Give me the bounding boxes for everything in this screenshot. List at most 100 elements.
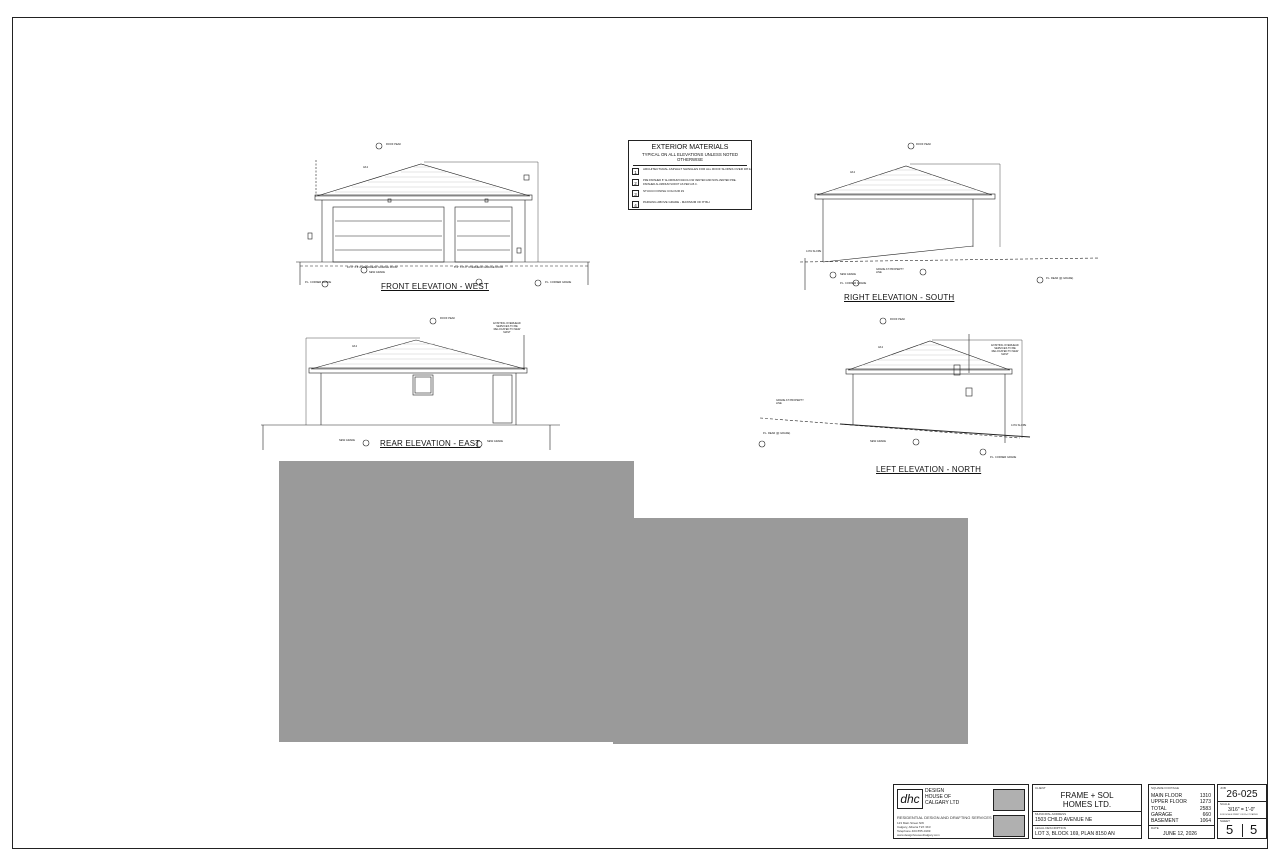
client-name-line: HOMES LTD. — [1062, 800, 1112, 809]
company-logo: dhc — [897, 789, 923, 809]
right-grade-at-pl-label: GRADE AT PROPERTY LINE — [876, 268, 904, 274]
legend-item-text: PARGING ABOVE GRADE - MAXIMUM OF 8"/6H — [643, 200, 710, 205]
legend-divider — [633, 165, 747, 167]
address-label: MUNICIPAL ADDRESS — [1035, 812, 1067, 816]
right-pitch-label: 4/12 — [850, 171, 856, 174]
right-pl-rear-label: P.L. REAR (@ GRADE) — [1046, 277, 1074, 280]
front-roof-peak-label: ROOF PEAK — [386, 143, 402, 146]
area-value: 660 — [1202, 812, 1211, 818]
sheets-total: 5 — [1250, 822, 1258, 837]
area-value: 1310 — [1199, 793, 1211, 799]
right-elevation-title: RIGHT ELEVATION - SOUTH — [844, 293, 955, 302]
company-block: dhc DESIGN HOUSE OF CALGARY LTD RESIDENT… — [893, 784, 1029, 839]
area-label: BASEMENT — [1151, 818, 1179, 824]
rear-elevation-title: REAR ELEVATION - EAST — [380, 439, 481, 448]
client-label: CLIENT — [1035, 786, 1046, 790]
square-footage-block: SQUARE FOOTAGE MAIN FLOOR 1310 UPPER FLO… — [1148, 784, 1215, 839]
redacted-area — [613, 518, 968, 744]
company-name-line: DESIGN — [925, 788, 945, 794]
job-block: JOB 26-025 SCALE 3/16" = 1'-0" FOR SCALE… — [1217, 784, 1267, 839]
sheet-label: SHEET — [1220, 819, 1231, 823]
area-label: GARAGE — [1151, 812, 1173, 818]
rear-new-grade-left-label: NEW GRADE — [339, 439, 355, 442]
front-door-right-label: 8'-0" X 8'-0" OVERHEAD GARAGE DOOR — [454, 266, 504, 269]
scale-note: FOR SCALE PRINT ON 11x17 PAPER — [1220, 814, 1258, 816]
rear-elevation-drawing — [261, 317, 560, 450]
company-contact-line: www.designhouseofcalgary.com — [897, 833, 940, 837]
left-pl-corner-label: P.L. CORNER GRADE — [990, 456, 1017, 459]
company-contact-line: Telephone 403-555-0199 — [897, 829, 931, 833]
date-label: DATE — [1151, 826, 1159, 830]
company-logo-box — [993, 789, 1025, 811]
client-divider — [1033, 811, 1141, 812]
legal-value: LOT 3, BLOCK 169, PLAN 8150 AN — [1035, 831, 1115, 837]
company-stamp-box — [993, 815, 1025, 837]
area-value: 1064 — [1199, 818, 1211, 824]
sheet-border — [12, 17, 1268, 849]
right-pl-corner-label: P.L. CORNER GRADE — [840, 282, 867, 285]
left-roof-peak-label: ROOF PEAK — [890, 318, 906, 321]
left-pl-rear-label: P.L. REAR (@ GRADE) — [763, 432, 791, 435]
legend-subtitle: TYPICAL ON ALL ELEVATIONS UNLESS NOTED O… — [642, 152, 738, 163]
left-new-grade-label: NEW GRADE — [870, 440, 886, 443]
front-pitch-label: 4/12 — [363, 166, 369, 169]
company-contact-line: Calgary, Alberta T2X 3K3 — [897, 825, 931, 829]
rear-pitch-label: 4/12 — [352, 345, 358, 348]
job-label: JOB — [1220, 786, 1226, 790]
front-elevation-title: FRONT ELEVATION - WEST — [381, 282, 489, 291]
company-name-line: CALGARY LTD — [925, 800, 960, 806]
front-elevation-drawing — [296, 142, 590, 288]
company-tagline: RESIDENTIAL DESIGN AND DRAFTING SERVICES — [897, 815, 992, 820]
legend-item: 3 STUCCO FINISH COLOUR #1 — [632, 190, 751, 199]
area-value: 2583 — [1199, 806, 1211, 812]
scale-value: 3/16" = 1'-0" — [1228, 807, 1256, 813]
legend-item: 1 ARCHITECTURAL ASPHALT SHINGLES FOR ALL… — [632, 167, 753, 177]
area-label: MAIN FLOOR — [1151, 793, 1183, 799]
sqft-label: SQUARE FOOTAGE — [1151, 786, 1179, 790]
rear-services-note: EXISTING OVERHEAD SERVICES TO BE RELOCAT… — [493, 322, 521, 334]
legend-item-number: 1 — [632, 168, 639, 176]
legend-item: 2 PRE FINISHED 8" ALUMINUM FASCIA C/W VE… — [632, 179, 751, 188]
left-elevation-title: LEFT ELEVATION - NORTH — [876, 465, 982, 474]
date-divider — [1149, 825, 1214, 826]
left-elevation-drawing — [758, 317, 1031, 456]
job-number: 26-025 — [1226, 789, 1258, 800]
area-value: 1273 — [1199, 799, 1211, 805]
legend-item-number: 2 — [632, 179, 639, 187]
front-pl-corner-right-label: P.L. CORNER GRADE — [545, 281, 572, 284]
right-slope-label: 4.0% SLOPE — [806, 250, 822, 253]
left-services-note: EXISTING OVERHEAD SERVICES TO BE RELOCAT… — [991, 344, 1019, 356]
left-pitch-label: 4/12 — [878, 346, 884, 349]
client-block: CLIENT FRAME + SOL HOMES LTD. MUNICIPAL … — [1032, 784, 1142, 839]
rear-new-grade-right-label: NEW GRADE — [487, 440, 503, 443]
legend-title: EXTERIOR MATERIALS — [651, 144, 729, 151]
left-slope-label: 4.0% SLOPE — [1011, 424, 1027, 427]
left-grade-at-pl-label: GRADE AT PROPERTY LINE — [776, 399, 804, 405]
sheet-number: 5 — [1226, 822, 1234, 837]
date-value: JUNE 12, 2026 — [1163, 831, 1197, 837]
address-value: 1503 CHILD AVENUE NE — [1035, 817, 1093, 823]
company-contact-line: 123 Main Street NW — [897, 821, 925, 825]
legend-item-number: 3 — [632, 190, 639, 198]
job-divider — [1218, 801, 1266, 802]
front-new-grade-label: NEW GRADE — [369, 271, 385, 274]
exterior-materials-legend: EXTERIOR MATERIALS TYPICAL ON ALL ELEVAT… — [628, 140, 752, 210]
rear-roof-peak-label: ROOF PEAK — [440, 317, 456, 320]
legend-item-number: 4 — [632, 201, 639, 209]
legend-item-text: PRE FINISHED 8" ALUMINUM FASCIA C/W VENT… — [643, 179, 737, 186]
scale-divider — [1218, 818, 1266, 819]
front-pl-corner-left-label: P.L. CORNER GRADE — [305, 281, 332, 284]
legal-label: LEGAL DESCRIPTION — [1035, 826, 1066, 830]
legend-item-text: ARCHITECTURAL ASPHALT SHINGLES FOR ALL R… — [643, 167, 753, 172]
address-divider — [1033, 825, 1141, 826]
scale-label: SCALE — [1220, 802, 1230, 806]
area-label: UPPER FLOOR — [1151, 799, 1187, 805]
company-name-line: HOUSE OF — [925, 794, 952, 800]
right-elevation-drawing — [799, 142, 1101, 290]
right-new-grade-label: NEW GRADE — [840, 273, 856, 276]
legend-item: 4 PARGING ABOVE GRADE - MAXIMUM OF 8"/6H — [632, 201, 751, 210]
client-name-line: FRAME + SOL — [1060, 791, 1114, 800]
redacted-area — [279, 461, 634, 742]
front-door-left-label: 16'-0" X 8'-0" OVERHEAD GARAGE DOOR — [347, 266, 398, 269]
